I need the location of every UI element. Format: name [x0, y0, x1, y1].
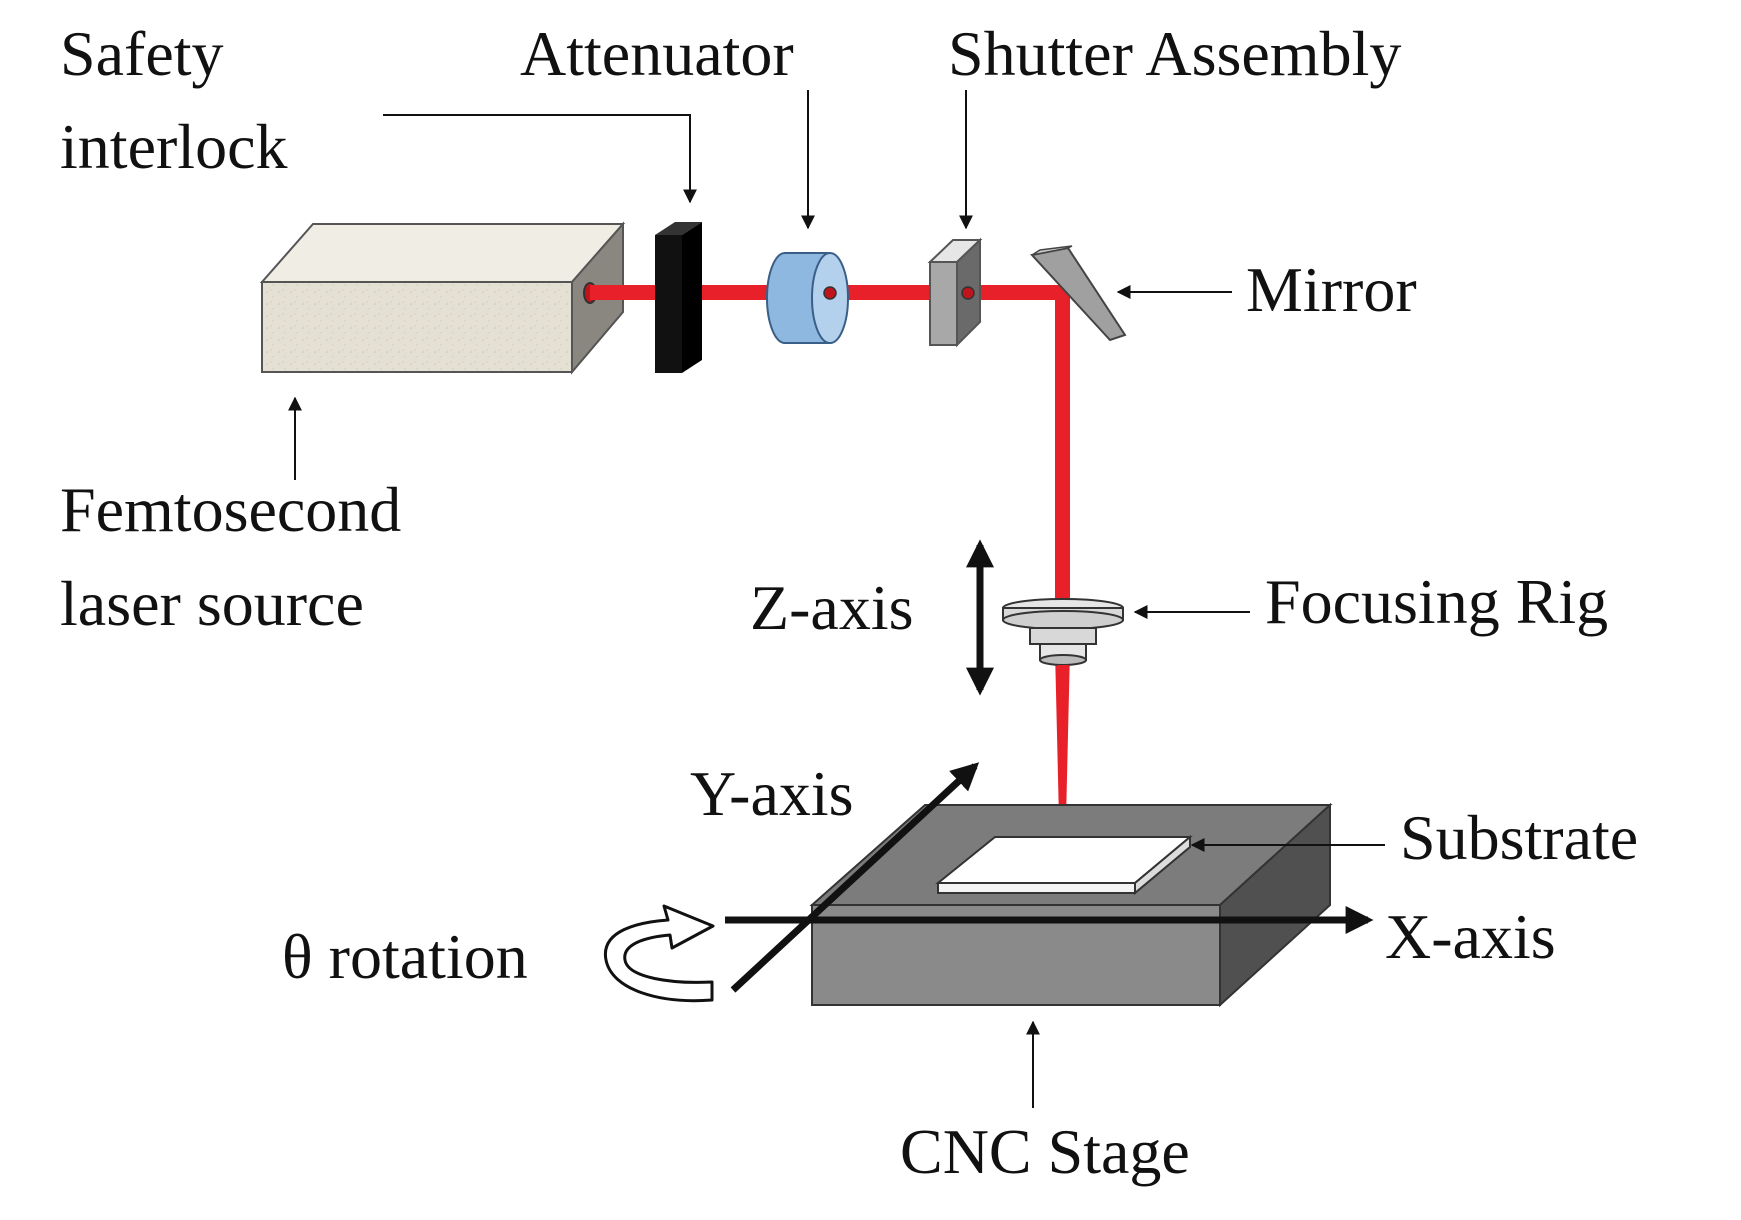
- x-axis-label: X-axis: [1385, 901, 1556, 972]
- focusing-rig: [1002, 598, 1124, 666]
- mirror-label: Mirror: [1246, 254, 1417, 325]
- cnc-stage-block: [809, 802, 1333, 1008]
- laser-source-label-line2: laser source: [60, 568, 364, 639]
- shutter-assembly-block: [927, 237, 983, 348]
- substrate-plate: [935, 834, 1193, 896]
- theta-rotation-label: θ rotation: [282, 921, 528, 992]
- laser-source-box: [259, 221, 626, 375]
- theta-rotation-arrow: [604, 904, 715, 1003]
- y-axis-arrow: [730, 762, 980, 993]
- safety-interlock-label-line2: interlock: [60, 111, 288, 182]
- z-axis-label: Z-axis: [750, 572, 914, 643]
- safety-interlock-plate: [655, 222, 702, 373]
- shutter-assembly-label: Shutter Assembly: [948, 18, 1402, 89]
- focusing-rig-label: Focusing Rig: [1265, 566, 1609, 637]
- attenuator-cylinder: [766, 252, 849, 344]
- substrate-label: Substrate: [1400, 802, 1639, 873]
- safety-interlock-leader: [383, 114, 697, 204]
- cnc-stage-label: CNC Stage: [900, 1116, 1190, 1187]
- focused-beam: [1057, 665, 1069, 862]
- attenuator-label: Attenuator: [520, 18, 794, 89]
- mirror-plate: [1030, 245, 1127, 342]
- y-axis-label: Y-axis: [690, 758, 854, 829]
- laser-source-label-line1: Femtosecond: [60, 474, 402, 545]
- safety-interlock-label-line1: Safety: [60, 18, 224, 89]
